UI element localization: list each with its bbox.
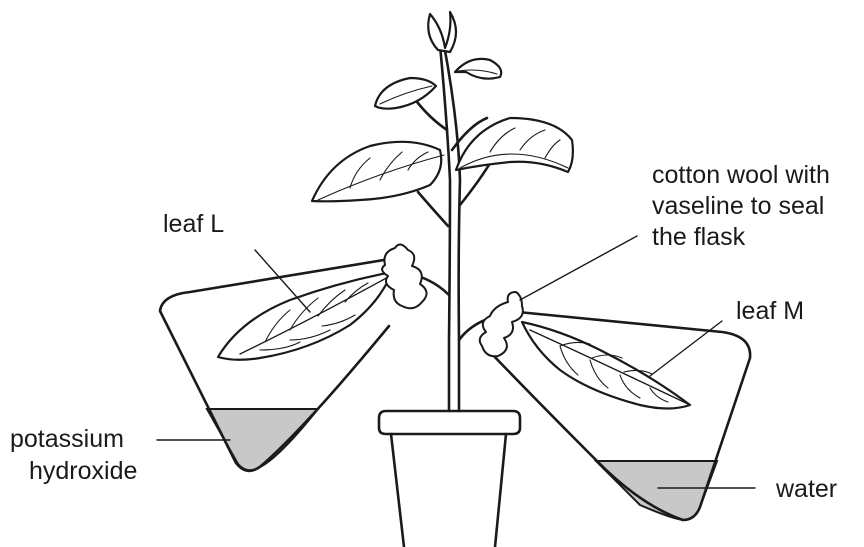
- plant-pot: [379, 411, 520, 547]
- label-water: water: [776, 474, 837, 505]
- label-cotton-wool-line1: cotton wool with: [652, 160, 830, 191]
- right-flask: [490, 312, 750, 520]
- upper-right-small-leaf: [455, 59, 501, 79]
- cotton-wool-right: [480, 292, 523, 356]
- upper-leaves: [312, 12, 573, 201]
- pot-body: [391, 434, 506, 547]
- label-cotton-wool-line2: vaseline to seal: [652, 191, 824, 222]
- label-leaf-l: leaf L: [163, 209, 224, 240]
- leaf-l: [218, 272, 392, 360]
- leader-cotton-wool: [520, 236, 637, 300]
- label-leaf-m: leaf M: [736, 296, 804, 327]
- cotton-wool-left: [382, 244, 426, 308]
- right-flask-outline: [490, 312, 750, 520]
- top-bud: [428, 12, 456, 52]
- label-cotton-wool-line3: the flask: [652, 222, 745, 253]
- middle-left-leaf: [312, 142, 441, 202]
- pot-rim: [379, 411, 520, 434]
- label-potassium-hydroxide-line1: potassium: [10, 424, 124, 455]
- label-potassium-hydroxide-line2: hydroxide: [29, 456, 137, 487]
